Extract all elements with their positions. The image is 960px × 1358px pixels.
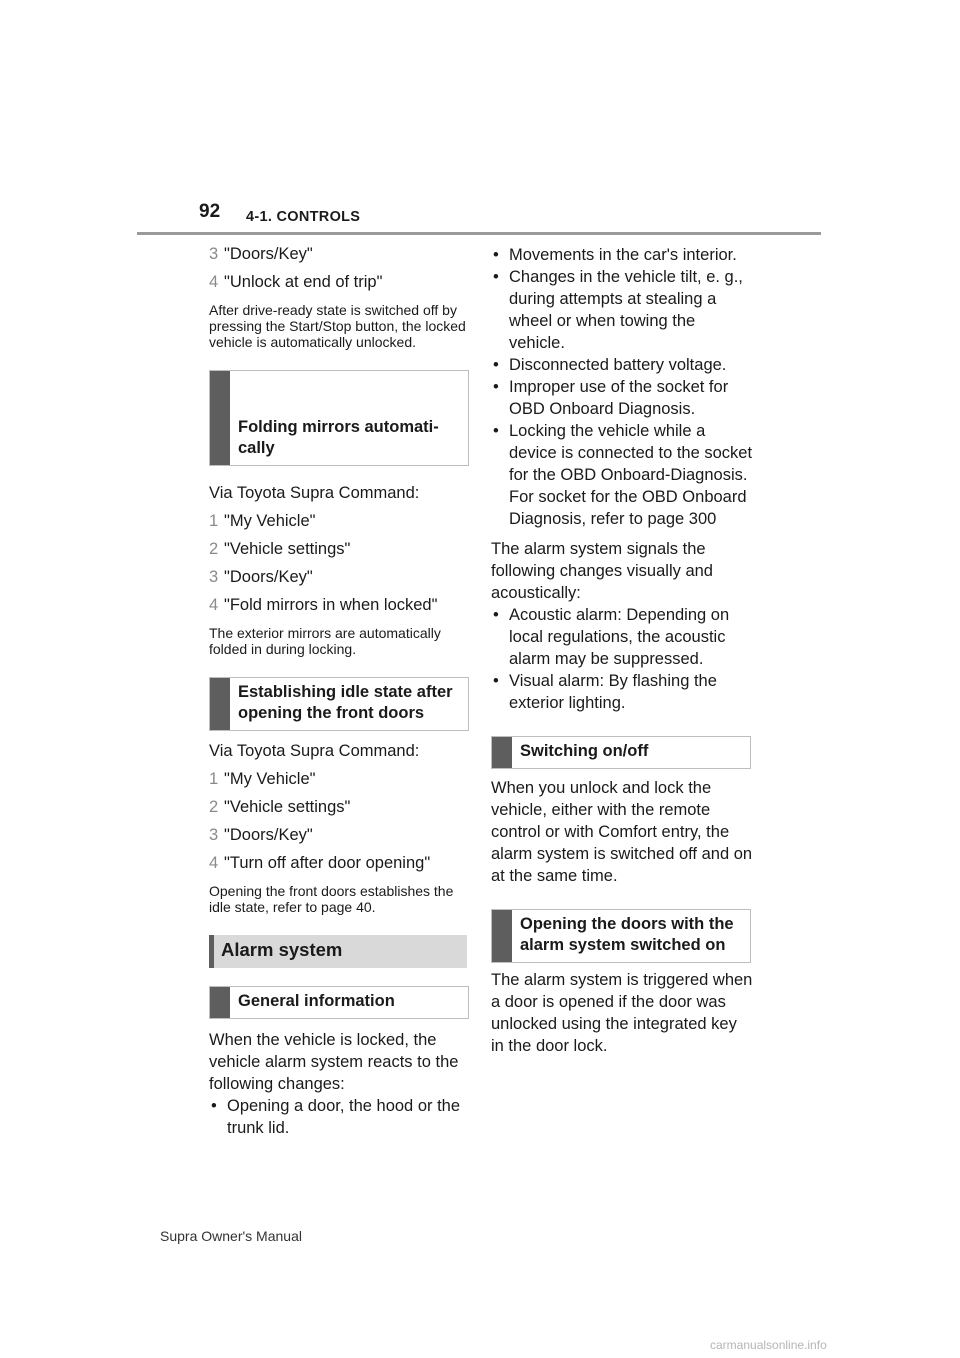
heading-bar: [209, 935, 214, 968]
step-item: 3 "Doors/Key": [209, 563, 471, 591]
bullet-text: Movements in the car's interior.: [509, 246, 737, 264]
step-item: 4 "Fold mirrors in when locked": [209, 591, 471, 619]
paragraph: The alarm system signals the following c…: [491, 540, 713, 602]
bullet-item: • Visual alarm: By flashing the exterior …: [491, 670, 753, 714]
subheading-general-information: General information: [209, 986, 469, 1019]
step-text: "Fold mirrors in when locked": [224, 596, 438, 614]
bullet-dot: •: [493, 268, 499, 286]
step-number: 2: [209, 798, 219, 816]
step-item: 1 "My Vehicle": [209, 765, 471, 793]
step-text: "Doors/Key": [224, 568, 313, 586]
step-item: 3 "Doors/Key": [209, 240, 471, 268]
note-text: After drive-ready state is switched off …: [209, 302, 466, 350]
step-number: 4: [209, 854, 219, 872]
paragraph: The alarm system is triggered when a doo…: [491, 971, 753, 1055]
step-number: 1: [209, 770, 219, 788]
subheading-bar: [492, 910, 512, 962]
bullet-item: • Locking the vehicle while a device is c…: [491, 420, 753, 530]
note-text: Opening the front doors establishes the …: [209, 883, 454, 915]
step-item: 1 "My Vehicle": [209, 507, 471, 535]
page-number: 92: [199, 201, 221, 222]
via-command-text: Via Toyota Supra Command:: [209, 742, 420, 760]
section-title: 4-1. CONTROLS: [246, 209, 361, 225]
subheading-text: General information: [238, 992, 395, 1010]
bullet-item: • Movements in the car's interior.: [491, 244, 753, 266]
subheading-text: Switching on/off: [520, 742, 649, 760]
bullet-item: • Opening a door, the hood or the trunk l…: [209, 1095, 471, 1139]
bullet-item: • Changes in the vehicle tilt, e. g., dur…: [491, 266, 753, 354]
step-item: 2 "Vehicle settings": [209, 793, 471, 821]
bullet-text: Improper use of the socket for OBD Onboa…: [509, 378, 729, 418]
step-text: "Vehicle settings": [224, 540, 351, 558]
subheading-text: Folding mirrors automati- cally: [238, 418, 439, 457]
step-number: 2: [209, 540, 219, 558]
left-column: 3 "Doors/Key" 4 "Unlock at end of trip" Af…: [209, 240, 471, 1139]
step-text: "Doors/Key": [224, 826, 313, 844]
bullet-dot: •: [493, 606, 499, 624]
step-text: "Turn off after door opening": [224, 854, 431, 872]
subheading-text: Opening the doors with the alarm system …: [520, 915, 734, 954]
subheading-folding-mirrors: Folding mirrors automati- cally: [209, 370, 469, 466]
bullet-text: Acoustic alarm: Depending on local regul…: [509, 606, 730, 668]
subheading-bar: [210, 371, 230, 465]
step-text: "Doors/Key": [224, 245, 313, 263]
step-item: 4 "Unlock at end of trip": [209, 268, 471, 296]
subheading-bar: [210, 987, 230, 1018]
bullet-dot: •: [493, 422, 499, 440]
step-text: "My Vehicle": [224, 512, 316, 530]
bullet-text: Disconnected battery voltage.: [509, 356, 727, 374]
subheading-text: Establishing idle state after opening th…: [238, 683, 453, 722]
bullet-text: Locking the vehicle while a device is co…: [509, 422, 753, 528]
header-rule: [137, 232, 821, 235]
heading-text: Alarm system: [221, 939, 343, 960]
footer-manual-name: Supra Owner's Manual: [160, 1228, 302, 1244]
step-number: 3: [209, 826, 219, 844]
step-text: "Unlock at end of trip": [224, 273, 383, 291]
paragraph: When you unlock and lock the vehicle, ei…: [491, 779, 753, 885]
bullet-text: Visual alarm: By flashing the exterior l…: [509, 672, 717, 712]
via-command-text: Via Toyota Supra Command:: [209, 484, 420, 502]
step-list: 1 "My Vehicle" 2 "Vehicle settings" 3 "Door…: [209, 507, 471, 619]
step-text: "Vehicle settings": [224, 798, 351, 816]
step-text: "My Vehicle": [224, 770, 316, 788]
step-number: 3: [209, 568, 219, 586]
bullet-item: • Acoustic alarm: Depending on local regu…: [491, 604, 753, 670]
bullet-dot: •: [493, 246, 499, 264]
paragraph: When the vehicle is locked, the vehicle …: [209, 1031, 459, 1093]
step-item: 3 "Doors/Key": [209, 821, 471, 849]
bullet-dot: •: [493, 672, 499, 690]
step-item: 2 "Vehicle settings": [209, 535, 471, 563]
step-list: 1 "My Vehicle" 2 "Vehicle settings" 3 "Door…: [209, 765, 471, 877]
bullet-item: • Disconnected battery voltage.: [491, 354, 753, 376]
subheading-idle-state: Establishing idle state after opening th…: [209, 677, 469, 731]
step-number: 1: [209, 512, 219, 530]
subheading-opening-doors: Opening the doors with the alarm system …: [491, 909, 751, 963]
step-item: 4 "Turn off after door opening": [209, 849, 471, 877]
step-list: 3 "Doors/Key" 4 "Unlock at end of trip": [209, 240, 471, 296]
bullet-dot: •: [493, 378, 499, 396]
heading-alarm-system: Alarm system: [209, 935, 467, 968]
watermark: carmanualsonline.info: [710, 1338, 827, 1352]
bullet-dot: •: [493, 356, 499, 374]
right-column: • Movements in the car's interior. • Chang…: [491, 240, 753, 1057]
note-text: The exterior mirrors are automatically f…: [209, 625, 441, 657]
bullet-text: Changes in the vehicle tilt, e. g., duri…: [509, 268, 743, 352]
bullet-text: Opening a door, the hood or the trunk li…: [227, 1097, 461, 1137]
bullet-list: • Movements in the car's interior. • Chang…: [491, 244, 753, 530]
subheading-bar: [210, 678, 230, 730]
step-number: 3: [209, 245, 219, 263]
step-number: 4: [209, 596, 219, 614]
subheading-bar: [492, 737, 512, 768]
bullet-dot: •: [211, 1097, 217, 1115]
subheading-switching: Switching on/off: [491, 736, 751, 769]
bullet-item: • Improper use of the socket for OBD Onbo…: [491, 376, 753, 420]
bullet-list: • Opening a door, the hood or the trunk l…: [209, 1095, 471, 1139]
bullet-list: • Acoustic alarm: Depending on local regu…: [491, 604, 753, 714]
step-number: 4: [209, 273, 219, 291]
